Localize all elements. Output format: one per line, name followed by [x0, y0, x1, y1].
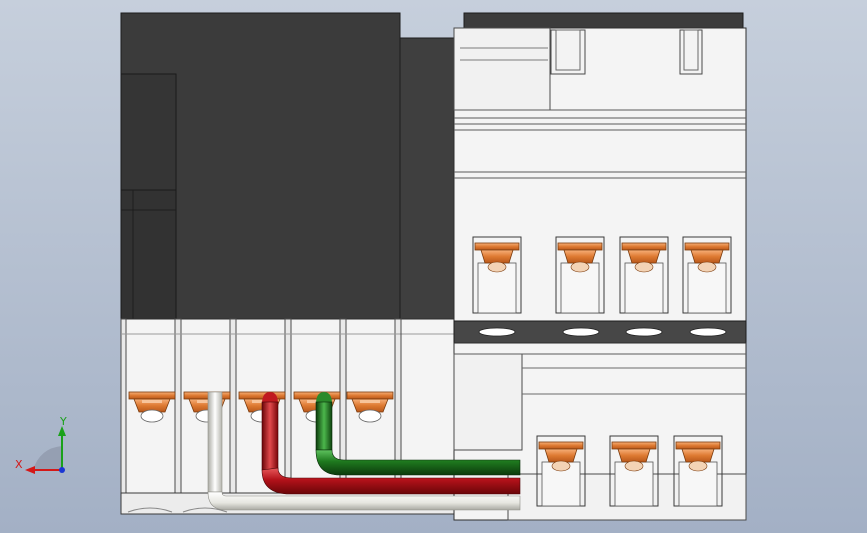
triad-y-label: Y: [59, 415, 67, 428]
right-upper-terminal-row[interactable]: [472, 236, 732, 314]
terminal-screw-r4[interactable]: [682, 236, 732, 314]
terminal-screw-r1[interactable]: [472, 236, 522, 314]
wire-red[interactable]: [261, 392, 521, 495]
left-step-block: [399, 37, 457, 322]
terminal-screw-r6[interactable]: [609, 435, 659, 507]
right-separator-holes: [478, 327, 727, 337]
left-lower-recess: [120, 189, 177, 322]
left-screw-terminals[interactable]: [128, 391, 394, 423]
wire-white[interactable]: [207, 391, 521, 511]
wire-green[interactable]: [315, 392, 521, 476]
terminal-screw-r3[interactable]: [619, 236, 669, 314]
wires[interactable]: [207, 391, 521, 511]
terminal-screw-r2[interactable]: [555, 236, 605, 314]
terminal-screw-l1[interactable]: [128, 391, 176, 423]
terminal-screw-r5[interactable]: [536, 435, 586, 507]
left-device[interactable]: [120, 12, 457, 515]
coordinate-triad-icon: Y X: [15, 415, 67, 474]
right-body-ribs: [454, 109, 746, 179]
right-top-cap: [463, 12, 744, 31]
right-lower-terminal-row[interactable]: [536, 435, 723, 507]
right-device[interactable]: [453, 12, 747, 521]
triad-x-label: X: [15, 458, 23, 471]
terminal-screw-l5[interactable]: [346, 391, 394, 423]
terminal-screw-r7[interactable]: [673, 435, 723, 507]
